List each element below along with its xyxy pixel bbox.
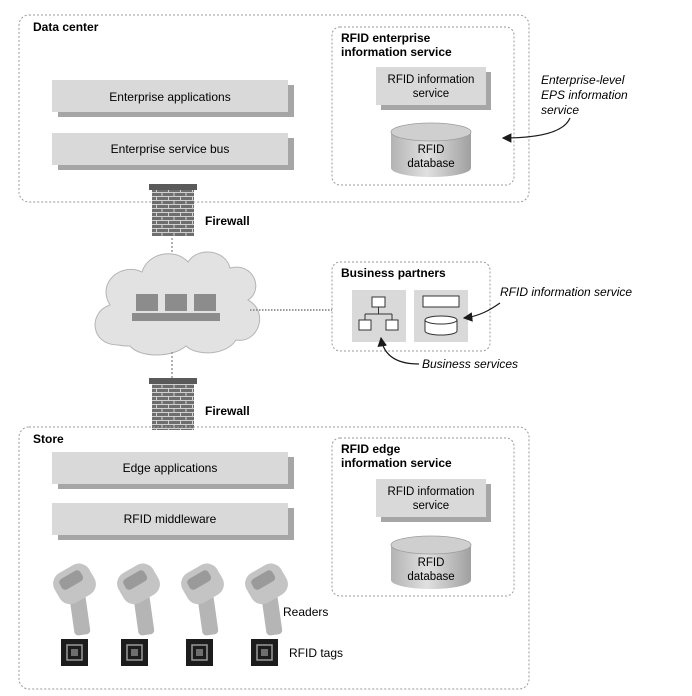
edge-info-service-box: RFID information service <box>376 479 491 522</box>
edge-service-border <box>331 437 515 597</box>
enterprise-level-callout: Enterprise-level EPS information service <box>501 73 628 143</box>
business-services-callout: Business services <box>377 336 518 371</box>
reader-icon-2 <box>117 563 160 636</box>
rfid-middleware-label: RFID middleware <box>124 512 217 526</box>
eps-database-cylinder: RFID database <box>390 122 472 177</box>
edge-database-cylinder: RFID database <box>390 535 472 589</box>
reader-icon-3 <box>181 563 224 636</box>
partner-rfid-info-arrow <box>462 302 501 322</box>
store-title: Store <box>33 432 64 446</box>
edge-service-title-line2: information service <box>341 456 452 470</box>
rfid-tag-icon-4 <box>251 639 278 666</box>
eps-database-line1: RFID <box>418 144 445 156</box>
computer-icon-1 <box>132 294 162 321</box>
eps-database-line2: database <box>407 158 454 170</box>
edge-info-service-line1: RFID information <box>388 486 475 498</box>
enterprise-applications-box: Enterprise applications <box>52 80 294 117</box>
eps-border <box>331 26 515 186</box>
firewall-top: Firewall <box>149 184 250 262</box>
rfid-tags-label: RFID tags <box>289 646 343 660</box>
firewall-bottom-label: Firewall <box>205 404 250 418</box>
network-cloud <box>94 251 332 356</box>
store-border <box>18 426 530 690</box>
enterprise-applications-label: Enterprise applications <box>109 90 230 104</box>
business-services-icon <box>352 290 406 342</box>
rfid-tag-icon-3 <box>186 639 213 666</box>
partner-rfid-info-service-icon <box>414 290 468 342</box>
reader-icon-4 <box>245 563 288 636</box>
edge-applications-box: Edge applications <box>52 452 294 489</box>
data-center-region: Data center Enterprise applications Ente… <box>18 14 530 203</box>
firewall-top-label: Firewall <box>205 214 250 228</box>
edge-service-title-line1: RFID edge <box>341 442 401 456</box>
business-partners-region: Business partners <box>331 261 491 352</box>
callout-line2: EPS information <box>541 88 628 102</box>
eps-info-service-line1: RFID information <box>388 74 475 86</box>
data-center-title: Data center <box>33 20 99 34</box>
enterprise-service-bus-box: Enterprise service bus <box>52 133 294 170</box>
edge-database-line2: database <box>407 571 454 583</box>
computer-icon-2 <box>161 294 191 321</box>
edge-info-service-line2: service <box>413 500 449 512</box>
enterprise-service-bus-label: Enterprise service bus <box>111 142 230 156</box>
edge-database-line1: RFID <box>418 557 445 569</box>
partner-rfid-info-callout-label: RFID information service <box>500 285 632 299</box>
rfid-enterprise-information-service: RFID enterprise information service RFID… <box>331 26 515 186</box>
business-services-callout-label: Business services <box>422 357 518 371</box>
rfid-middleware-box: RFID middleware <box>52 503 294 540</box>
eps-info-service-line2: service <box>413 88 449 100</box>
business-partners-title: Business partners <box>341 266 446 280</box>
computer-icon-3 <box>190 294 220 321</box>
reader-icon-1 <box>53 563 96 636</box>
store-region: Store Edge applications RFID middleware … <box>18 426 530 690</box>
edge-applications-label: Edge applications <box>123 461 218 475</box>
partner-rfid-info-callout: RFID information service <box>462 285 632 322</box>
callout-line1: Enterprise-level <box>541 73 625 87</box>
eps-info-service-box: RFID information service <box>376 67 491 110</box>
business-services-arrow <box>377 336 420 365</box>
readers-label: Readers <box>283 605 328 619</box>
firewall-bottom: Firewall <box>149 352 250 430</box>
data-center-border <box>18 14 530 203</box>
eps-title-line2: information service <box>341 45 452 59</box>
eps-title-line1: RFID enterprise <box>341 31 431 45</box>
callout-line3: service <box>541 103 579 117</box>
rfid-edge-information-service: RFID edge information service RFID infor… <box>331 437 515 597</box>
rfid-tag-icon-1 <box>61 639 88 666</box>
callout-arrow <box>501 117 571 143</box>
rfid-tag-icon-2 <box>121 639 148 666</box>
